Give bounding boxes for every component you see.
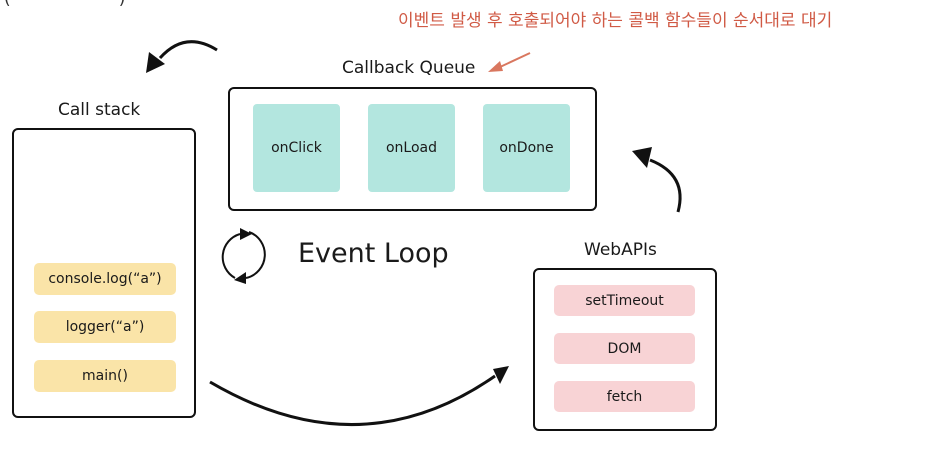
event-loop-label: Event Loop	[298, 238, 449, 269]
queue-item-onload: onLoad	[368, 104, 455, 192]
callback-queue-title: Callback Queue	[342, 58, 476, 78]
arrow-stack-to-webapis	[209, 366, 509, 426]
annotation-text: 이벤트 발생 후 호출되어야 하는 콜백 함수들이 순서대로 대기	[398, 11, 833, 31]
event-loop-icon	[213, 226, 273, 286]
call-stack-title: Call stack	[58, 100, 141, 120]
webapi-settimeout: setTimeout	[554, 285, 695, 316]
arrow-queue-to-stack	[146, 40, 218, 73]
annotation-arrow	[488, 52, 531, 72]
arrow-webapis-to-queue	[632, 147, 682, 213]
queue-item-ondone: onDone	[483, 104, 570, 192]
cropped-top-text: ( )	[4, 0, 125, 9]
webapi-dom: DOM	[554, 333, 695, 364]
stack-frame-main: main()	[34, 360, 176, 392]
queue-item-onclick: onClick	[253, 104, 340, 192]
webapi-fetch: fetch	[554, 381, 695, 412]
webapis-title: WebAPIs	[584, 240, 657, 260]
stack-frame-logger: logger(“a”)	[34, 311, 176, 343]
stack-frame-console-log: console.log(“a”)	[34, 263, 176, 295]
